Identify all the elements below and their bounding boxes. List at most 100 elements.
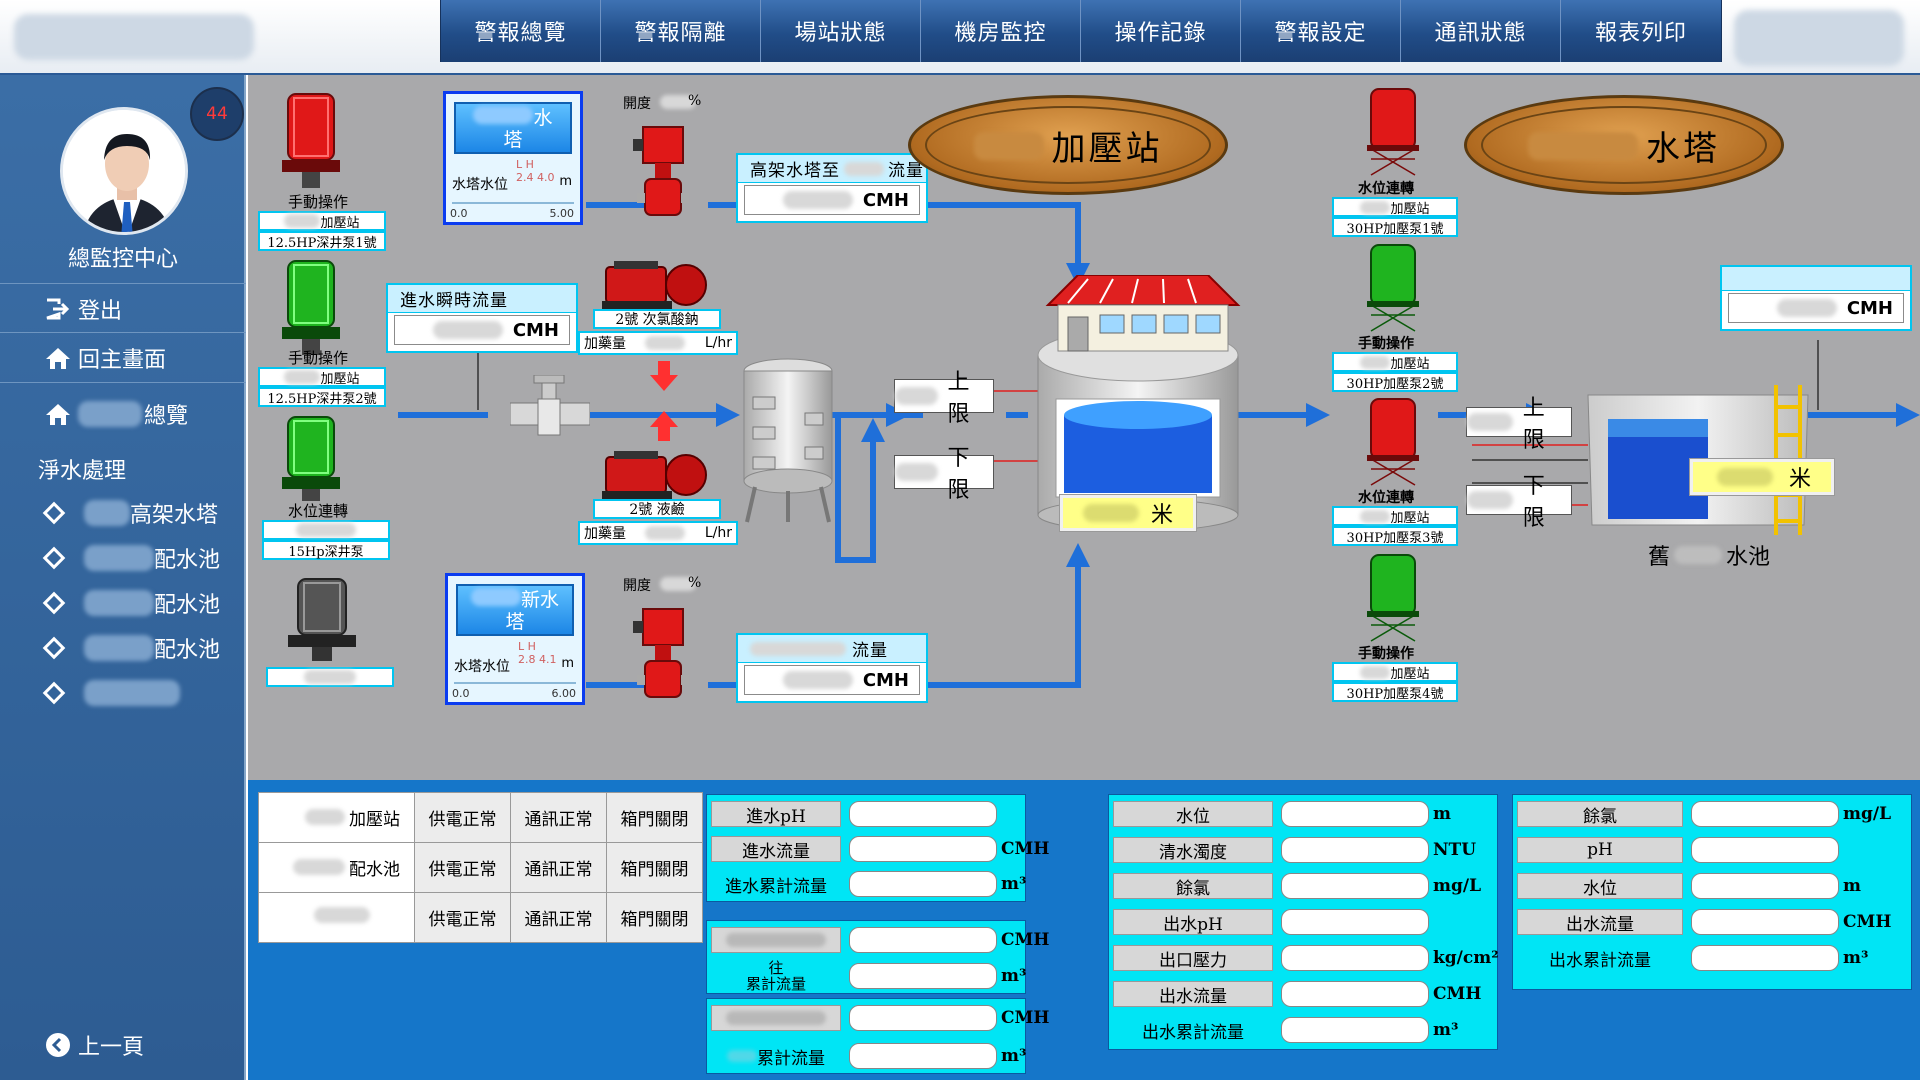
pump-d-site: 加壓站 [1332, 662, 1458, 682]
back-label: 上一頁 [78, 1035, 145, 1060]
blurred-text [78, 401, 142, 427]
nav-operation-log[interactable]: 操作記錄 [1081, 0, 1241, 62]
nav-alarm-settings[interactable]: 警報設定 [1241, 0, 1401, 62]
logout-label: 登出 [78, 299, 123, 324]
home-button[interactable]: 回主畫面 [0, 336, 246, 380]
flow-new-tower-box: 流量 CMH [736, 633, 928, 703]
tower1-unit: m [559, 174, 572, 189]
pump-red-icon[interactable] [276, 90, 346, 190]
panel1c-label [711, 1005, 841, 1031]
diamond-icon [42, 636, 66, 660]
blurred-user-area [1734, 10, 1904, 66]
nav-report-print[interactable]: 報表列印 [1561, 0, 1721, 62]
status-door: 箱門關閉 [606, 792, 703, 843]
pump1-mode: 手動操作 [288, 193, 349, 211]
nav-alarm-isolation[interactable]: 警報隔離 [601, 0, 761, 62]
sidebar-item-label: 高架水塔 [130, 503, 219, 528]
panel1-value [849, 871, 997, 897]
blurred-text [84, 590, 154, 616]
sidebar-item-other[interactable] [0, 673, 246, 713]
panel2-unit: CMH [1433, 984, 1482, 1004]
divider [0, 382, 246, 383]
alarm-count-badge[interactable]: 44 [190, 87, 244, 141]
pump-green-icon[interactable] [1363, 243, 1423, 335]
nav-station-status[interactable]: 場站狀態 [761, 0, 921, 62]
user-avatar-icon [63, 110, 185, 232]
pump-gray-icon[interactable] [282, 575, 362, 665]
dosing-pump-icon[interactable] [600, 253, 710, 311]
pump-red-icon[interactable] [1363, 397, 1423, 489]
blurred-text [84, 545, 154, 571]
valve-red-icon[interactable] [633, 113, 693, 221]
panel2-unit: kg/cm² [1433, 948, 1499, 968]
pump-green-icon[interactable] [276, 413, 346, 503]
booster-upper-limit: 上限 [894, 370, 994, 427]
panel1-value [849, 836, 997, 862]
blurred-text [84, 680, 180, 706]
panel1-value [849, 801, 997, 827]
top-bar: 警報總覽 警報隔離 場站狀態 機房監控 操作記錄 警報設定 通訊狀態 報表列印 [0, 0, 1920, 75]
tower2-unit: m [561, 656, 574, 671]
pump-green-icon[interactable] [1363, 553, 1423, 645]
sidebar-item-pool-2[interactable]: 配水池 [0, 583, 246, 623]
panel1-unit: m³ [1001, 874, 1027, 894]
pump-green-icon[interactable] [276, 257, 346, 357]
home-icon [38, 346, 78, 370]
pump1-name: 12.5HP深井泵1號 [258, 231, 386, 251]
panel3-value [1691, 945, 1839, 971]
panel2-label: 餘氯 [1113, 873, 1273, 899]
overview-button[interactable]: 總覽 [0, 392, 246, 436]
panel2-label: 水位 [1113, 801, 1273, 827]
nav-comm-status[interactable]: 通訊狀態 [1401, 0, 1561, 62]
flow-panel-c: CMH 累計流量 m³ [706, 998, 1049, 1074]
panel2-value [1281, 801, 1429, 827]
divider [0, 332, 246, 333]
panel1-label: 進水累計流量 [725, 876, 827, 897]
panel2-value [1281, 837, 1429, 863]
mixer-valve-icon[interactable] [510, 375, 590, 445]
nav-alarm-overview[interactable]: 警報總覽 [441, 0, 601, 62]
pool-level: 米 [1689, 458, 1835, 496]
panel2-label: 出水流量 [1113, 981, 1273, 1007]
pump-b-site: 加壓站 [1332, 352, 1458, 372]
filter-tank-icon[interactable] [733, 357, 843, 527]
sidebar-item-label: 配水池 [154, 548, 221, 573]
status-comm: 通訊正常 [510, 842, 607, 893]
panel1c-unit: CMH [1001, 1008, 1050, 1028]
blurred-logo [14, 14, 254, 60]
panel1-label: 進水pH [711, 801, 841, 827]
pool-upper-limit: 上限 [1466, 396, 1572, 453]
panel1c-label: 累計流量 [711, 1043, 841, 1069]
pump-b-mode: 手動操作 [1358, 336, 1414, 352]
process-diagram: 手動操作 加壓站 12.5HP深井泵1號 手動操作 加壓站 12.5HP深井泵2… [248, 75, 1920, 780]
table-row: 配水池 供電正常 通訊正常 箱門關閉 [258, 842, 703, 893]
outlet-flow-title [1722, 267, 1910, 291]
pump-d-name: 30HP加壓泵4號 [1332, 682, 1458, 702]
back-button[interactable]: 上一頁 [0, 1023, 246, 1067]
diamond-icon [42, 501, 66, 525]
panel3-value [1691, 909, 1839, 935]
panel1b-label: 往累計流量 [745, 959, 806, 993]
valve1-unit: % [688, 93, 702, 109]
pump-b-name: 30HP加壓泵2號 [1332, 372, 1458, 392]
table-row: 加壓站 供電正常 通訊正常 箱門關閉 [258, 792, 703, 843]
panel3-label: pH [1517, 837, 1683, 863]
outflow-quality-panel: 水位 m 清水濁度 NTU 餘氯 mg/L 出水pH 出口壓力 kg/cm² 出… [1108, 794, 1499, 1050]
dosing-pump-icon[interactable] [600, 443, 710, 501]
panel1b-value [849, 963, 997, 989]
logout-button[interactable]: 登出 [0, 287, 246, 331]
nav-room-monitor[interactable]: 機房監控 [921, 0, 1081, 62]
sidebar-item-high-tower[interactable]: 高架水塔 [0, 493, 246, 533]
pump-red-icon[interactable] [1363, 87, 1423, 179]
panel2-label: 出水累計流量 [1142, 1022, 1244, 1043]
valve-red-icon[interactable] [633, 595, 693, 703]
blurred-text [84, 635, 154, 661]
sidebar-item-pool-1[interactable]: 配水池 [0, 538, 246, 578]
inflow-box: 進水瞬時流量 CMH [386, 283, 578, 353]
panel2-value [1281, 945, 1429, 971]
booster-level: 米 [1059, 494, 1197, 532]
sidebar-item-pool-3[interactable]: 配水池 [0, 628, 246, 668]
